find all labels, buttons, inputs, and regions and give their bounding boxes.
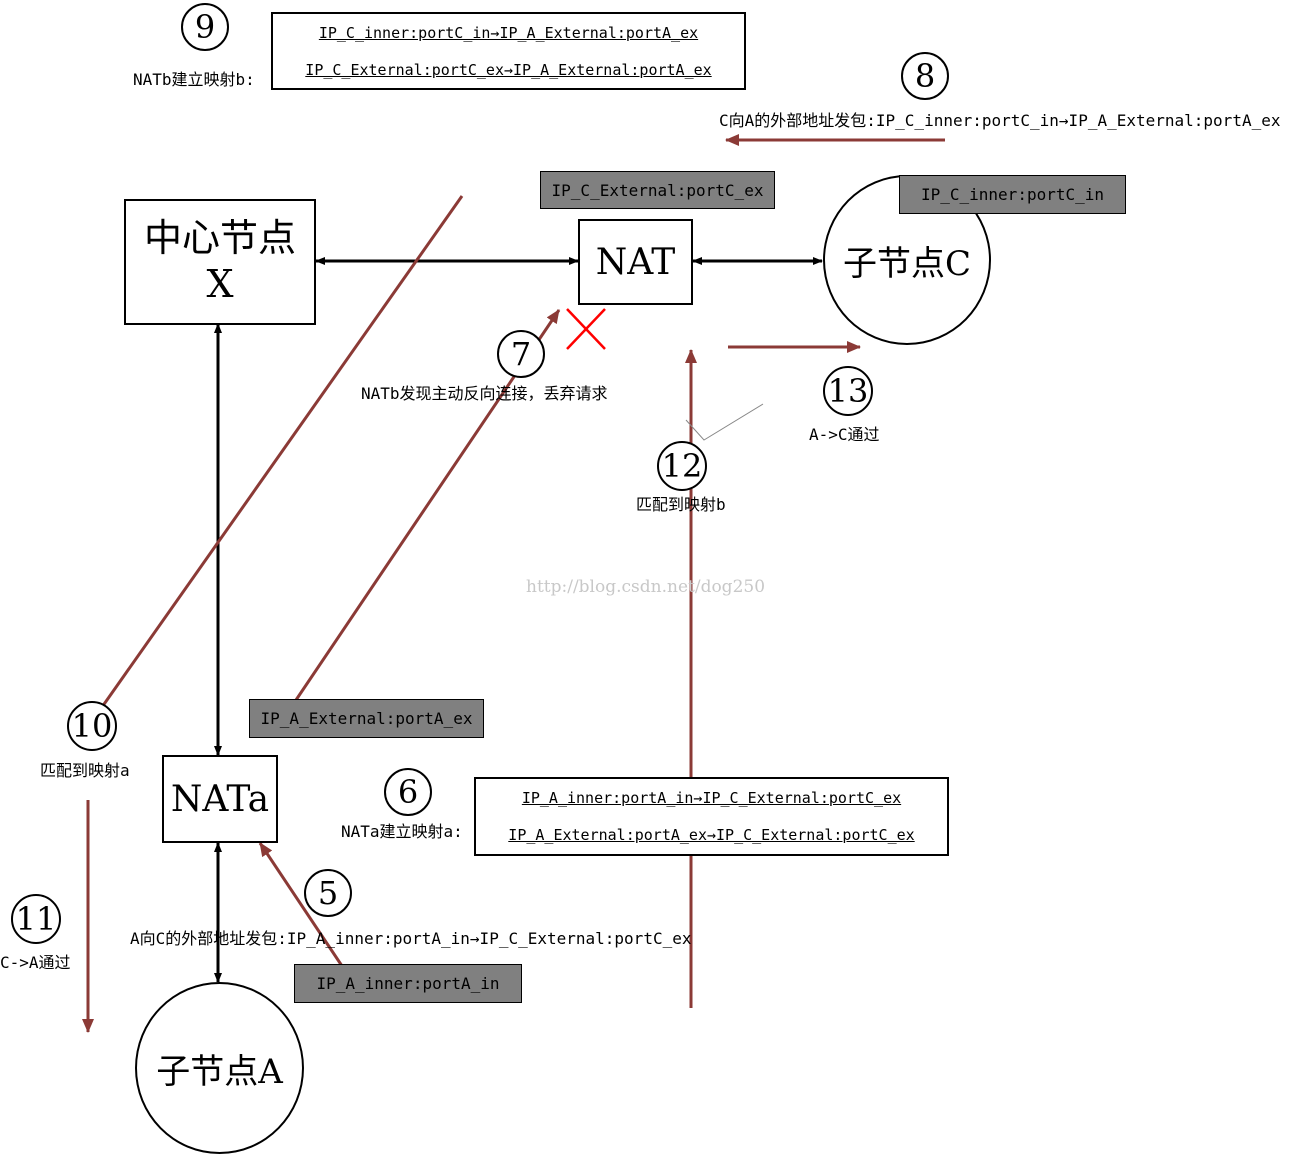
step-10-badge: 10 bbox=[67, 701, 117, 751]
step-10-label: 匹配到映射a bbox=[40, 761, 130, 780]
step-9-label: NATb建立映射b: bbox=[133, 70, 255, 89]
child-node-a-label: 子节点A bbox=[156, 1051, 283, 1092]
address-box-a-inner: IP_A_inner:portA_in bbox=[294, 964, 522, 1003]
step-8-label: C向A的外部地址发包:IP_C_inner:portC_in→IP_A_Exte… bbox=[719, 111, 1281, 130]
step-11-label: C->A通过 bbox=[0, 953, 71, 972]
check-mark-lines bbox=[685, 403, 764, 441]
step-7-label: NATb发现主动反向连接，丢弃请求 bbox=[361, 384, 608, 403]
step-12-label: 匹配到映射b bbox=[636, 495, 726, 514]
nat-node: NAT bbox=[578, 219, 693, 305]
child-node-a: 子节点A bbox=[135, 982, 304, 1154]
mapping-b-line1: IP_C_inner:portC_in→IP_A_External:portA_… bbox=[318, 23, 699, 42]
step-5-label: A向C的外部地址发包:IP_A_inner:portA_in→IP_C_Exte… bbox=[130, 929, 692, 948]
mapping-b-box: IP_C_inner:portC_in→IP_A_External:portA_… bbox=[271, 12, 746, 90]
address-box-c-external: IP_C_External:portC_ex bbox=[540, 171, 775, 209]
step-8-badge: 8 bbox=[901, 52, 949, 100]
arrow-step5 bbox=[258, 842, 344, 967]
center-node-label-2: X bbox=[206, 262, 234, 306]
step-6-badge: 6 bbox=[384, 768, 432, 816]
center-node-x: 中心节点 X bbox=[124, 199, 316, 325]
watermark: http://blog.csdn.net/dog250 bbox=[526, 577, 766, 597]
drop-cross-icon bbox=[566, 308, 606, 350]
mapping-b-line2: IP_C_External:portC_ex→IP_A_External:por… bbox=[305, 60, 712, 79]
nata-node-label: NATa bbox=[170, 778, 270, 820]
step-9-badge: 9 bbox=[181, 3, 229, 51]
mapping-a-line1: IP_A_inner:portA_in→IP_C_External:portC_… bbox=[521, 788, 902, 807]
center-node-label-1: 中心节点 bbox=[143, 216, 296, 261]
step-13-badge: 13 bbox=[823, 366, 873, 416]
step-12-badge: 12 bbox=[657, 441, 707, 491]
mapping-a-box: IP_A_inner:portA_in→IP_C_External:portC_… bbox=[474, 777, 949, 856]
mapping-a-line2: IP_A_External:portA_ex→IP_C_External:por… bbox=[508, 826, 915, 845]
arrow-step10 bbox=[93, 195, 464, 718]
nat-node-label: NAT bbox=[595, 241, 676, 283]
address-box-c-inner: IP_C_inner:portC_in bbox=[899, 175, 1126, 214]
nata-node: NATa bbox=[162, 755, 278, 843]
step-6-label: NATa建立映射a: bbox=[341, 822, 463, 841]
child-node-c-label: 子节点C bbox=[842, 243, 971, 284]
step-11-badge: 11 bbox=[11, 894, 61, 944]
step-5-badge: 5 bbox=[304, 869, 352, 917]
step-13-label: A->C通过 bbox=[809, 425, 880, 444]
address-box-a-external: IP_A_External:portA_ex bbox=[249, 699, 484, 738]
step-7-badge: 7 bbox=[497, 330, 545, 378]
